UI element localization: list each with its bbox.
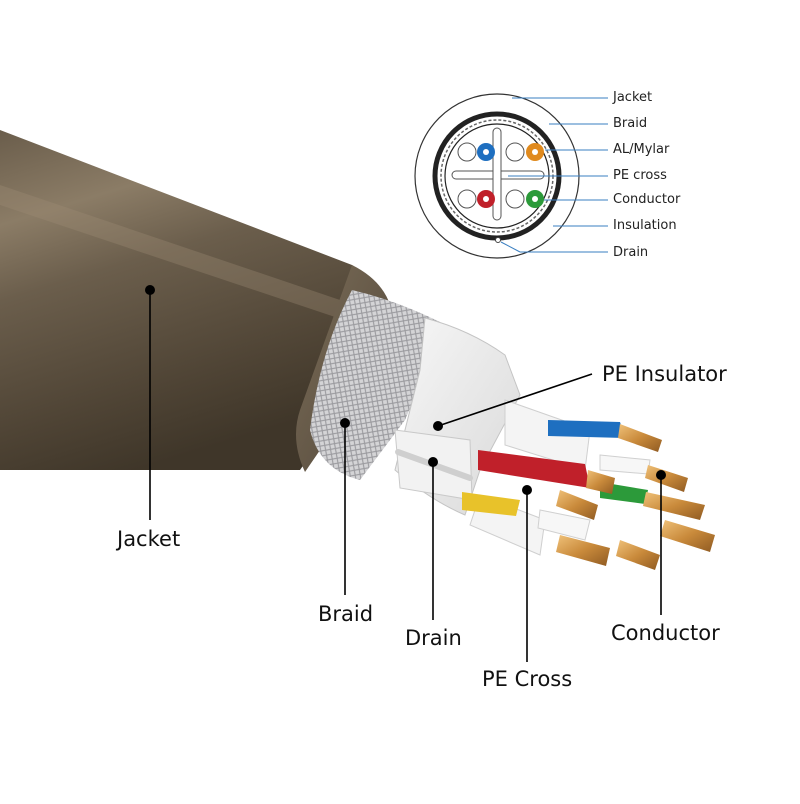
label-jacket-small: Jacket: [613, 90, 653, 105]
callout-leader-lines: [149, 290, 662, 662]
label-conductor-small: Conductor: [613, 192, 681, 207]
callout-pe-cross: PE Cross: [482, 667, 573, 691]
callout-conductor: Conductor: [611, 621, 720, 645]
label-braid-small: Braid: [613, 116, 648, 131]
callout-drain: Drain: [405, 626, 462, 650]
braid-layer: [310, 290, 440, 480]
callout-jacket: Jacket: [117, 527, 181, 551]
label-al-mylar: AL/Mylar: [613, 142, 670, 157]
blue-insulation: [548, 420, 625, 438]
callout-pe-insulator: PE Insulator: [602, 362, 727, 386]
yellow-insulation: [462, 492, 520, 516]
cross-section-diagram: [414, 93, 580, 259]
copper-conductors: [556, 424, 715, 570]
jacket-body: [0, 130, 389, 470]
white-insulation-a: [599, 454, 651, 475]
inset-leader-lines: [500, 97, 608, 253]
label-pe-cross-small: PE cross: [613, 168, 667, 183]
white-insulation-b: [537, 509, 591, 541]
label-drain-small: Drain: [613, 245, 649, 260]
callout-braid: Braid: [318, 602, 374, 626]
red-insulation: [478, 450, 590, 488]
label-insulation: Insulation: [613, 218, 677, 233]
jacket-highlight: [0, 185, 340, 318]
callout-dots: [145, 285, 666, 495]
